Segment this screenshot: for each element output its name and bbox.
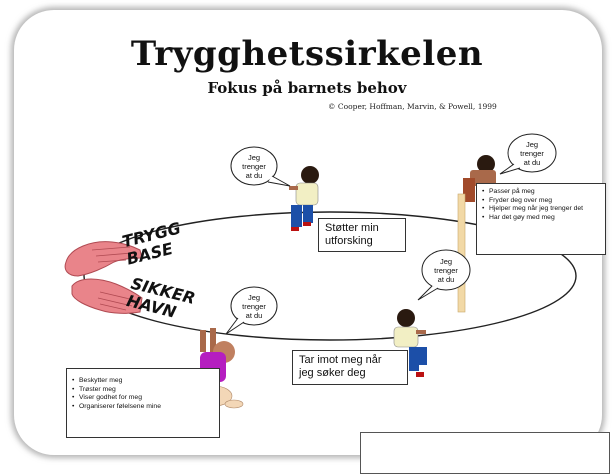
list-item: Har det gøy med meg: [482, 214, 601, 223]
box-tar-imot: Tar imot meg når jeg søker deg: [292, 350, 408, 385]
list-item: Fryder deg over meg: [482, 197, 601, 206]
bubble-line: trenger: [242, 302, 266, 311]
bubble-line: trenger: [242, 162, 266, 171]
speech-bubble-top-right: [499, 133, 557, 175]
list-item: Passer på meg: [482, 188, 601, 197]
bubble-line: at du: [245, 171, 263, 180]
box-label: Tar imot meg når jeg søker deg: [293, 351, 407, 383]
list-item: Hjelper meg når jeg trenger det: [482, 205, 601, 214]
needs-list-haven: Beskytter meg Trøster meg Viser godhet f…: [67, 369, 219, 415]
child-top-icon: [289, 166, 319, 231]
speech-bubble-right: [417, 249, 471, 301]
list-item: Organiserer følelsene mine: [72, 403, 215, 412]
bubble-text-right: Jeg trenger at du: [424, 257, 468, 284]
bubble-line: Jeg: [525, 140, 539, 149]
box-label: Støtter min utforsking: [319, 219, 405, 251]
security-circle: [83, 211, 577, 341]
list-item: Trøster meg: [72, 386, 215, 395]
lower-hand-icon: [71, 278, 143, 314]
list-item: Viser godhet for meg: [72, 394, 215, 403]
copyright-credit: © Cooper, Hoffman, Marvin, & Powell, 199…: [328, 102, 497, 111]
bubble-line: Jeg: [247, 153, 261, 162]
child-right-icon: [393, 309, 427, 377]
upper-hand-icon: [64, 241, 143, 277]
speech-bubble-top: [230, 146, 291, 187]
diagram-title: Trygghetssirkelen: [130, 34, 484, 74]
circle-illustration: [64, 133, 577, 409]
bubble-text-top-right: Jeg trenger at du: [510, 140, 554, 167]
list-box-top-right: Passer på meg Fryder deg over meg Hjelpe…: [476, 183, 606, 255]
bubble-text-top: Jeg trenger at du: [232, 153, 276, 180]
bubble-line: trenger: [520, 149, 544, 158]
diagram-subtitle: Fokus på barnets behov: [207, 79, 407, 97]
bubble-line: at du: [245, 311, 263, 320]
bubble-line: Jeg: [247, 293, 261, 302]
empty-box: [360, 432, 610, 474]
bubble-line: Jeg: [439, 257, 453, 266]
bubble-line: trenger: [434, 266, 458, 275]
list-box-bottom-left: Beskytter meg Trøster meg Viser godhet f…: [66, 368, 220, 438]
child-topright-icon: [457, 155, 496, 313]
box-line: jeg søker deg: [299, 367, 366, 379]
box-stotter-utforsking: Støtter min utforsking: [318, 218, 406, 252]
speech-bubble-bottom-left: [225, 286, 278, 335]
needs-list-exploration: Passer på meg Fryder deg over meg Hjelpe…: [477, 184, 605, 226]
bubble-line: at du: [523, 158, 541, 167]
box-line: Støtter min: [325, 222, 379, 234]
bubble-text-bottom-left: Jeg trenger at du: [232, 293, 276, 320]
list-item: Beskytter meg: [72, 377, 215, 386]
box-line: Tar imot meg når: [299, 354, 382, 366]
bubble-line: at du: [437, 275, 455, 284]
box-line: utforsking: [325, 235, 373, 247]
